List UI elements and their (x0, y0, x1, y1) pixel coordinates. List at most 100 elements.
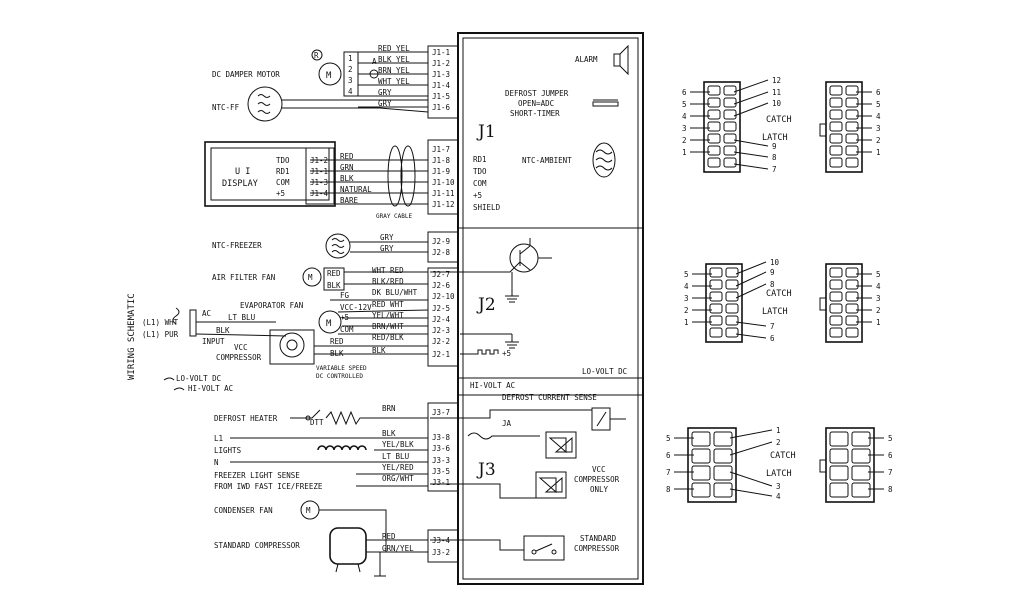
evap-lead: FG (340, 291, 350, 300)
ui-title-l1: U I (235, 167, 250, 177)
catch-label: CATCH (766, 289, 792, 299)
pin-cavity (713, 448, 733, 464)
j1-wire-label: GRY (378, 99, 392, 108)
gray-cable-label: GRAY CABLE (376, 213, 413, 220)
latch-tab (819, 459, 827, 473)
connector-pin-number: 12 (772, 76, 781, 85)
evap-lead: +5 (340, 313, 349, 322)
pin-cavity (725, 267, 739, 278)
j1-wire-label: GRN (340, 163, 354, 172)
connector-pin-number: 1 (684, 318, 689, 327)
connector-body-right (825, 427, 875, 503)
defrost-heater-label: DEFROST HEATER (214, 414, 278, 423)
j2-wire-label: YEL/WHT (372, 311, 404, 320)
air-fan-lead-red: RED (327, 269, 341, 278)
ui-signal: +5 (276, 189, 285, 198)
connector-pin-number: 11 (772, 88, 781, 97)
variable-speed-l2: DC CONTROLLED (316, 373, 363, 380)
connector-pin-number: 6 (666, 451, 671, 460)
j2-wire-label: RED WHT (372, 300, 404, 309)
connector-pin-number: 7 (770, 322, 775, 331)
from-iwd-label: FROM IWD FAST ICE/FREEZE (214, 482, 323, 491)
defrost-current-label: DEFROST CURRENT SENSE (502, 393, 597, 402)
pin-cavity (713, 482, 733, 498)
condenser-fan-label: CONDENSER FAN (214, 506, 273, 515)
connector-pin-number: 8 (772, 153, 777, 162)
pin-cavity (851, 448, 871, 464)
hi-volt-mark-icon (173, 387, 185, 391)
lt-blu-label: LT BLU (228, 313, 255, 322)
r-circle-icon (311, 49, 323, 61)
vcc-compressor-l2: COMPRESSOR (216, 353, 262, 362)
connector-pin-number: 3 (684, 294, 689, 303)
j2-pin: J2-9 (432, 237, 450, 246)
pin-cavity (725, 291, 739, 302)
j1-pin: J1-12 (432, 200, 455, 209)
defrost-jumper-l3: SHORT-TIMER (510, 109, 560, 118)
connector-pin-number: 7 (772, 165, 777, 174)
pin-cavity (845, 109, 859, 120)
vcc-compressor-l1: VCC (234, 343, 248, 352)
connector-pin-number: 2 (684, 306, 689, 315)
connector-pin-number: 2 (776, 438, 781, 447)
pin-cavity (713, 465, 733, 481)
pin-cavity (691, 448, 711, 464)
connector-pin-number: 1 (776, 426, 781, 435)
vcc-comp-l3: ONLY (590, 485, 609, 494)
dtt-label: DTT (310, 418, 324, 427)
pin-cavity (723, 109, 737, 120)
air-filter-fan-letter: M (308, 273, 313, 282)
n-label: N (214, 458, 219, 467)
j1-pin-labels: J1-1J1-2J1-3J1-4J1-5J1-6J1-7J1-8J1-9J1-1… (432, 48, 455, 209)
connector-pin-number: 8 (770, 280, 775, 289)
evap-lead: COM (340, 325, 354, 334)
condenser-fan-icon: M (300, 500, 387, 552)
connector-pin-number: 4 (776, 492, 781, 501)
connector-pin-number: 10 (772, 99, 782, 108)
pin-cavity (845, 315, 859, 326)
pin-cavity (709, 327, 723, 338)
j2-wire-label: BLK (372, 346, 386, 355)
air-fan-lead-blk: BLK (327, 281, 341, 290)
j2-pin: J2-3 (432, 326, 450, 335)
pin-cavity (707, 145, 721, 156)
ja-label: JA (502, 419, 512, 428)
ntc-freezer-label: NTC-FREEZER (212, 241, 262, 250)
ac-lead-1: (L1) WHT (142, 318, 179, 327)
j3-pin-labels: J3-7J3-8J3-6J3-3J3-5J3-1J3-4J3-2 (432, 408, 451, 557)
j2-connector (427, 231, 459, 367)
j1-wire-label: BLK YEL (378, 55, 410, 64)
pin-cavity (725, 315, 739, 326)
pin-cavity (723, 157, 737, 168)
pin-cavity (691, 482, 711, 498)
ui-title-l2: DISPLAY (222, 179, 258, 189)
pin-cavity (829, 291, 843, 302)
damper-motor-icon: M (318, 62, 342, 86)
gray-cable-icon (387, 145, 416, 207)
defrost-jumper-l1: DEFROST JUMPER (505, 89, 569, 98)
evap-fan-letter: M (326, 319, 332, 329)
connector-pin-number: 3 (776, 482, 781, 491)
j2-wire-label: GRY (380, 244, 394, 253)
pin-cavity (691, 465, 711, 481)
connector-pin-number: 1 (876, 318, 881, 327)
pin-cavity (829, 157, 843, 168)
connector-pin-number: 7 (666, 468, 671, 477)
connector-pin-number: 2 (682, 136, 687, 145)
pin-cavity (845, 279, 859, 290)
connector-pin-number: 3 (876, 124, 881, 133)
pin-cavity (829, 327, 843, 338)
ui-pin: J1-4 (310, 189, 329, 198)
j2-pin: J2-4 (432, 315, 451, 324)
connector-pin-number: 4 (876, 112, 881, 121)
connector-pin-number: 9 (770, 268, 775, 277)
pin-cavity (829, 133, 843, 144)
pin-cavity (845, 97, 859, 108)
damper-r-label: R (314, 51, 319, 60)
connector-pin-number: 3 (876, 294, 881, 303)
j3-pin: J3-2 (432, 548, 450, 557)
pin-cavity (829, 267, 843, 278)
speaker-icon (613, 44, 629, 76)
